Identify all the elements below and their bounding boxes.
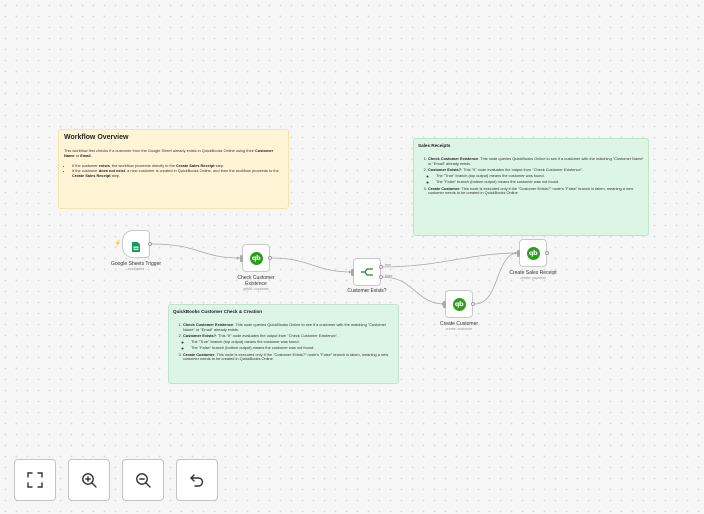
note-list-item: Customer Exists?: This "If" node evaluat… [428,167,644,185]
google-sheets-icon [132,239,140,252]
if-branch-icon [361,268,373,276]
quickbooks-icon: qb [526,246,540,260]
node-subtitle: getAll: customer [243,287,269,291]
node-create-sales-receipt[interactable]: qb [517,239,549,267]
edge-trigger-to-check [151,243,241,259]
sticky-note-sales-receipts[interactable]: Sales Receipts Check Customer Existence:… [413,138,649,236]
zoom-out-button[interactable] [122,459,164,501]
note-bullet: If the customer does not exist, a new cu… [72,168,283,179]
note-list: Check Customer Existence: This node quer… [418,156,644,197]
node-label: Google Sheets Trigger [110,261,162,267]
node-label: Check Customer Existence [237,275,275,287]
node-label: Customer Exists? [347,288,387,294]
node-subtitle: create: customer [445,327,473,331]
node-customer-exists-if[interactable] [351,258,383,286]
output-port-true[interactable] [379,265,383,269]
edge-if-true-to-receipt [381,252,519,268]
note-bullet: If the customer exists, the workflow pro… [72,163,283,169]
undo-button[interactable] [176,459,218,501]
note-sub-item: The "True" branch (top output) means the… [436,173,644,179]
zoom-in-button[interactable] [68,459,110,501]
output-port[interactable] [268,256,272,260]
edge-check-to-if [271,257,353,273]
node-label: Create Customer [439,321,479,327]
zoom-out-icon [136,473,151,488]
branch-label-false: false [385,274,393,278]
input-port[interactable] [351,269,354,276]
input-port[interactable] [240,255,243,262]
node-subtitle: create: payment [520,276,546,280]
trigger-bolt-icon: ⚡ [114,241,122,247]
note-list-item: Create Customer: This node is executed o… [183,352,394,363]
note-sub-item: The "True" branch (top output) means the… [191,339,394,345]
note-sub-item: The "False" branch (bottom output) means… [191,345,394,351]
zoom-in-icon [82,473,97,488]
node-google-sheets-trigger[interactable] [122,230,152,258]
sticky-note-customer-check[interactable]: QuickBooks Customer Check & Creation Che… [168,304,399,384]
output-port[interactable] [148,242,152,246]
input-port[interactable] [517,250,520,257]
fit-view-icon [27,472,43,488]
note-sub-item: The "False" branch (bottom output) means… [436,179,644,185]
note-list-item: Check Customer Existence: This node quer… [183,322,394,333]
note-title: QuickBooks Customer Check & Creation [173,309,263,314]
node-subtitle: rowAdded [127,267,145,271]
sticky-note-workflow-overview[interactable]: Workflow Overview This workflow first ch… [58,129,289,209]
note-list-item: Check Customer Existence: This node quer… [428,156,644,167]
output-port-false[interactable] [379,275,383,279]
output-port[interactable] [545,251,549,255]
fit-view-button[interactable] [14,459,56,501]
quickbooks-icon: qb [452,297,466,311]
note-intro: This workflow first checks if a customer… [64,148,274,158]
node-label: Create Sales Receipt [509,270,557,276]
branch-label-true: true [385,263,392,267]
undo-icon [190,474,204,487]
node-check-customer-existence[interactable]: qb [240,244,272,272]
note-list-item: Create Customer: This node is executed o… [428,186,644,197]
node-create-customer[interactable]: qb [443,290,475,318]
note-list-item: Customer Exists?: This "If" node evaluat… [183,333,394,351]
output-port[interactable] [471,302,475,306]
input-port[interactable] [443,301,446,308]
note-list: Check Customer Existence: This node quer… [173,322,394,363]
note-title: Sales Receipts [418,143,451,148]
note-bullets: If the customer exists, the workflow pro… [64,163,283,179]
quickbooks-icon: qb [249,251,263,265]
note-title: Workflow Overview [64,134,129,141]
